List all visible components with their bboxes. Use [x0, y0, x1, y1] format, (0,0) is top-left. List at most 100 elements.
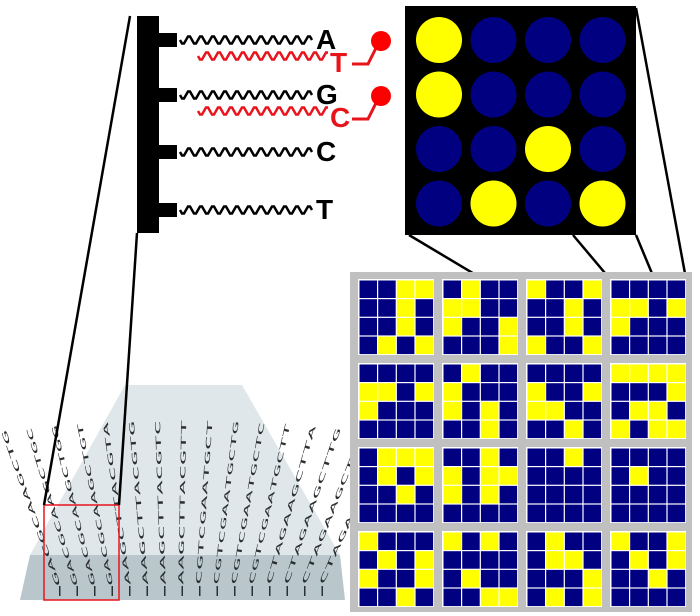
array-spot-hybridized [667, 299, 686, 317]
array-spot-hybridized [378, 448, 396, 466]
array-spot-empty [546, 317, 564, 336]
array-spot-hybridized [667, 420, 686, 439]
array-spot-hybridized [443, 383, 461, 401]
array-spot-hybridized [443, 317, 461, 336]
array-spot-empty [546, 485, 564, 504]
array-spot-empty [546, 299, 564, 317]
array-spot-empty [527, 317, 545, 336]
chip-edge [20, 555, 345, 600]
array-spot-empty [462, 551, 480, 569]
array-spot-empty [583, 485, 602, 504]
array-spot-empty [546, 504, 564, 523]
array-spot-empty [630, 336, 648, 355]
array-spot-hybridized [564, 317, 583, 336]
array-spot-empty [583, 504, 602, 523]
array-spot-empty [378, 317, 396, 336]
array-spot-empty [480, 383, 499, 401]
array-spot-empty [564, 280, 583, 298]
array-spot-empty [583, 401, 602, 420]
array-spot-empty [527, 532, 545, 550]
array-spot-empty [443, 448, 461, 466]
target-base-label: C [330, 102, 350, 133]
array-spot-empty [564, 485, 583, 504]
array-spot-empty [462, 383, 480, 401]
array-spot-empty [527, 569, 545, 588]
array-spot-hybridized [611, 420, 629, 439]
array-spot-empty [480, 299, 499, 317]
empty-spot [579, 17, 626, 63]
array-spot-empty [564, 336, 583, 355]
array-spot-empty [546, 420, 564, 439]
substrate-bar [137, 16, 159, 233]
empty-spot [525, 17, 571, 63]
array-spot-hybridized [462, 299, 480, 317]
array-spot-hybridized [415, 467, 434, 485]
array-spot-empty [415, 401, 434, 420]
array-spot-empty [499, 420, 518, 439]
array-spot-hybridized [396, 299, 415, 317]
array-spot-empty [667, 336, 686, 355]
array-spot-empty [396, 383, 415, 401]
empty-spot [470, 71, 517, 118]
array-spot-empty [527, 551, 545, 569]
array-spot-empty [462, 588, 480, 607]
empty-spot [416, 180, 462, 227]
array-spot-empty [480, 569, 499, 588]
array-spot-empty [564, 504, 583, 523]
array-spot-empty [359, 317, 377, 336]
array-spot-empty [359, 551, 377, 569]
array-spot-empty [443, 588, 461, 607]
array-spot-hybridized [499, 317, 518, 336]
array-spot-hybridized [359, 401, 377, 420]
array-spot-empty [546, 467, 564, 485]
empty-spot [579, 126, 626, 172]
array-spot-hybridized [583, 280, 602, 298]
array-spot-empty [415, 364, 434, 382]
array-spot-hybridized [583, 569, 602, 588]
hybridized-spot [525, 126, 571, 172]
array-spot-empty [480, 551, 499, 569]
target-base-label: T [330, 47, 347, 78]
array-spot-empty [443, 551, 461, 569]
array-spot-empty [415, 588, 434, 607]
array-spot-hybridized [359, 383, 377, 401]
array-spot-empty [480, 504, 499, 523]
array-spot-empty [396, 336, 415, 355]
array-spot-empty [359, 280, 377, 298]
array-spot-empty [583, 532, 602, 550]
array-spot-empty [415, 485, 434, 504]
connector-line [117, 232, 139, 506]
array-spot-hybridized [564, 551, 583, 569]
array-spot-hybridized [564, 448, 583, 466]
zoom-panel [405, 6, 636, 235]
array-spot-empty [527, 588, 545, 607]
array-spot-hybridized [583, 383, 602, 401]
array-spot-empty [564, 401, 583, 420]
array-spot-empty [499, 551, 518, 569]
array-spot-empty [667, 485, 686, 504]
array-spot-empty [648, 551, 667, 569]
hybridized-spot [416, 71, 462, 118]
array-spot-hybridized [415, 448, 434, 466]
array-spot-empty [611, 448, 629, 466]
array-spot-empty [630, 485, 648, 504]
array-spot-empty [546, 569, 564, 588]
array-spot-hybridized [359, 532, 377, 550]
array-spot-hybridized [480, 588, 499, 607]
array-spot-hybridized [378, 467, 396, 485]
array-spot-hybridized [359, 569, 377, 588]
hybridized-spot [470, 180, 517, 227]
array-spot-empty [648, 532, 667, 550]
array-spot-hybridized [396, 485, 415, 504]
array-spot-empty [611, 401, 629, 420]
array-spot-hybridized [611, 317, 629, 336]
array-spot-empty [583, 364, 602, 382]
array-spot-empty [462, 336, 480, 355]
array-spot-hybridized [648, 364, 667, 382]
array-spot-empty [378, 280, 396, 298]
array-spot-empty [611, 336, 629, 355]
probe-strand [178, 90, 314, 100]
array-spot-empty [630, 317, 648, 336]
array-spot-hybridized [527, 280, 545, 298]
